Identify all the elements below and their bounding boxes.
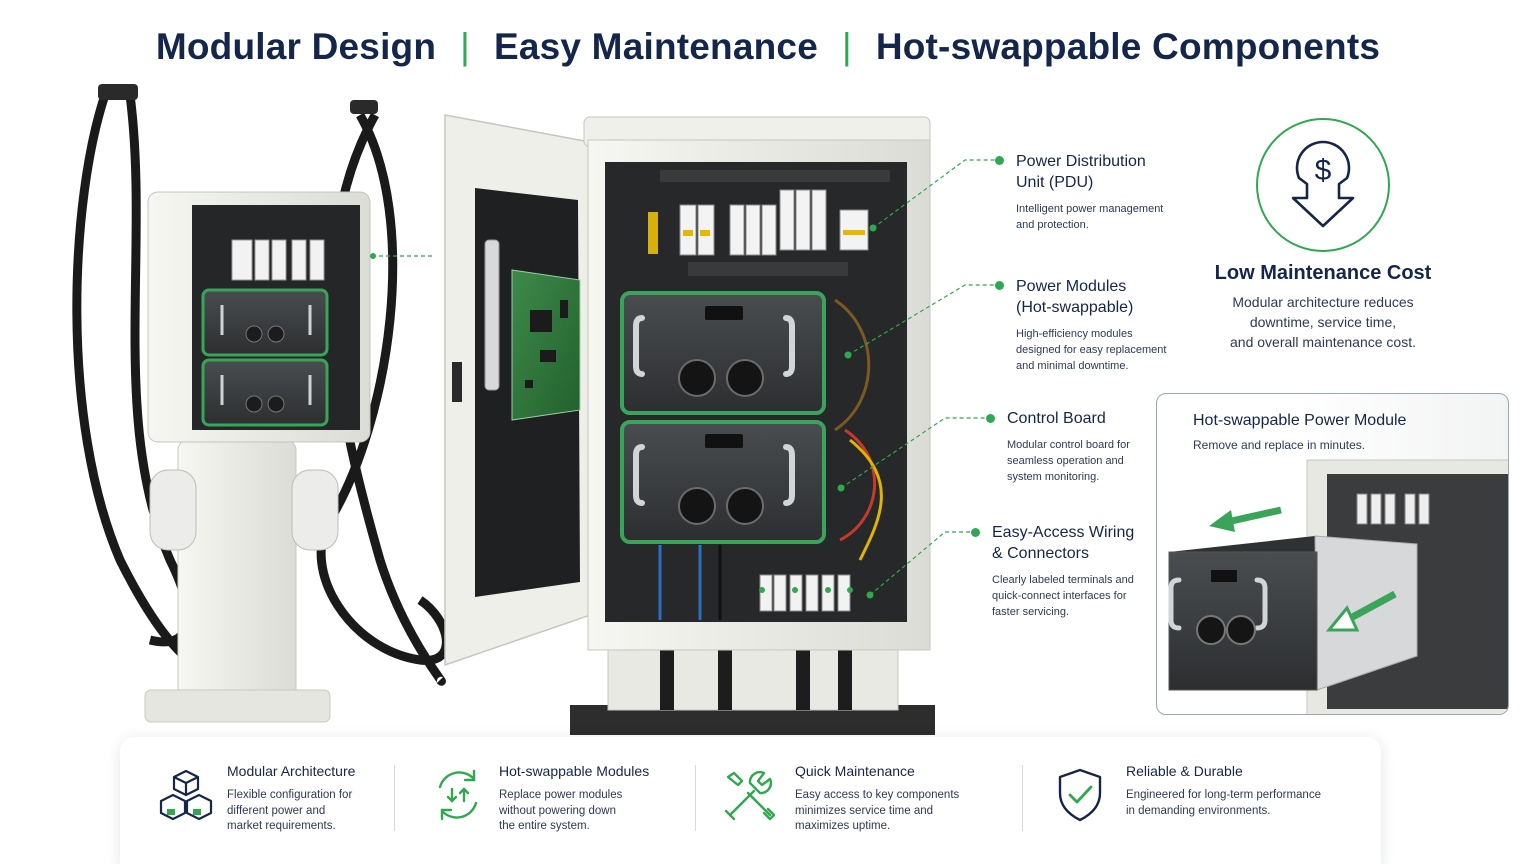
feature-desc: Easy access to key components minimizes … [795,789,960,832]
header-hot-swappable: Hot-swappable Components [875,26,1381,67]
hotswap-illustration [1168,459,1508,714]
main-cabinet [444,114,935,735]
callout-dot-power-modules [995,281,1004,290]
header-separator: | [842,26,852,67]
feature-hot-swappable: Hot-swappable Modules Replace power modu… [428,737,698,864]
low-maintenance-desc: Modular architecture reduces downtime, s… [1230,294,1416,350]
page-header: Modular Design | Easy Maintenance | Hot-… [0,22,1536,72]
feature-title: Hot-swappable Modules [499,763,650,779]
feature-desc: Flexible configuration for different pow… [227,789,353,832]
hotswap-panel: Hot-swappable Power Module Remove and re… [1156,393,1509,715]
dollar-down-arrow-icon: $ [1256,118,1390,252]
callout-wiring: Easy-Access Wiring & Connectors Clearly … [992,522,1192,620]
callout-desc: Modular control board for seamless opera… [1007,439,1130,483]
header-easy-maintenance: Easy Maintenance [493,26,818,67]
callout-control-board: Control Board Modular control board for … [1007,408,1207,485]
callout-desc: Clearly labeled terminals and quick-conn… [992,574,1134,618]
feature-reliable-durable: Reliable & Durable Engineered for long-t… [1050,737,1350,864]
hotswap-subtitle: Remove and replace in minutes. [1193,438,1366,452]
callout-dot-pdu [995,156,1004,165]
callout-pdu: Power Distribution Unit (PDU) Intelligen… [1016,151,1216,233]
feature-divider [1022,765,1023,831]
features-bar: Modular Architecture Flexible configurat… [120,737,1381,864]
feature-quick-maintenance: Quick Maintenance Easy access to key com… [720,737,1010,864]
callout-title: Control Board [1007,410,1106,427]
feature-modular-architecture: Modular Architecture Flexible configurat… [156,737,406,864]
modular-cubes-icon [159,769,213,821]
callout-desc: High-efficiency modules designed for eas… [1016,328,1167,372]
callout-power-modules: Power Modules (Hot-swappable) High-effic… [1016,276,1216,374]
tools-icon [724,771,776,821]
svg-text:$: $ [1315,154,1332,187]
small-charger [72,84,451,723]
low-maintenance-title: Low Maintenance Cost [1214,262,1432,284]
callout-title: Power Modules (Hot-swappable) [1016,278,1134,316]
swap-arrows-icon [438,769,478,821]
shield-check-icon [1058,768,1102,822]
feature-title: Modular Architecture [227,763,356,779]
callout-title: Easy-Access Wiring & Connectors [992,524,1135,562]
feature-title: Quick Maintenance [795,763,915,779]
callout-desc: Intelligent power management and protect… [1016,203,1164,231]
feature-title: Reliable & Durable [1126,763,1243,779]
header-modular-design: Modular Design [155,26,437,67]
feature-divider [394,765,395,831]
feature-desc: Replace power modules without powering d… [499,789,623,832]
header-separator: | [460,26,470,67]
callout-dot-control-board [986,414,995,423]
callout-title: Power Distribution Unit (PDU) [1016,153,1146,191]
feature-divider [695,765,696,831]
callout-dot-wiring [971,528,980,537]
hotswap-title: Hot-swappable Power Module [1193,412,1407,429]
charger-illustration [72,84,1000,735]
feature-desc: Engineered for long-term performance in … [1126,789,1321,817]
